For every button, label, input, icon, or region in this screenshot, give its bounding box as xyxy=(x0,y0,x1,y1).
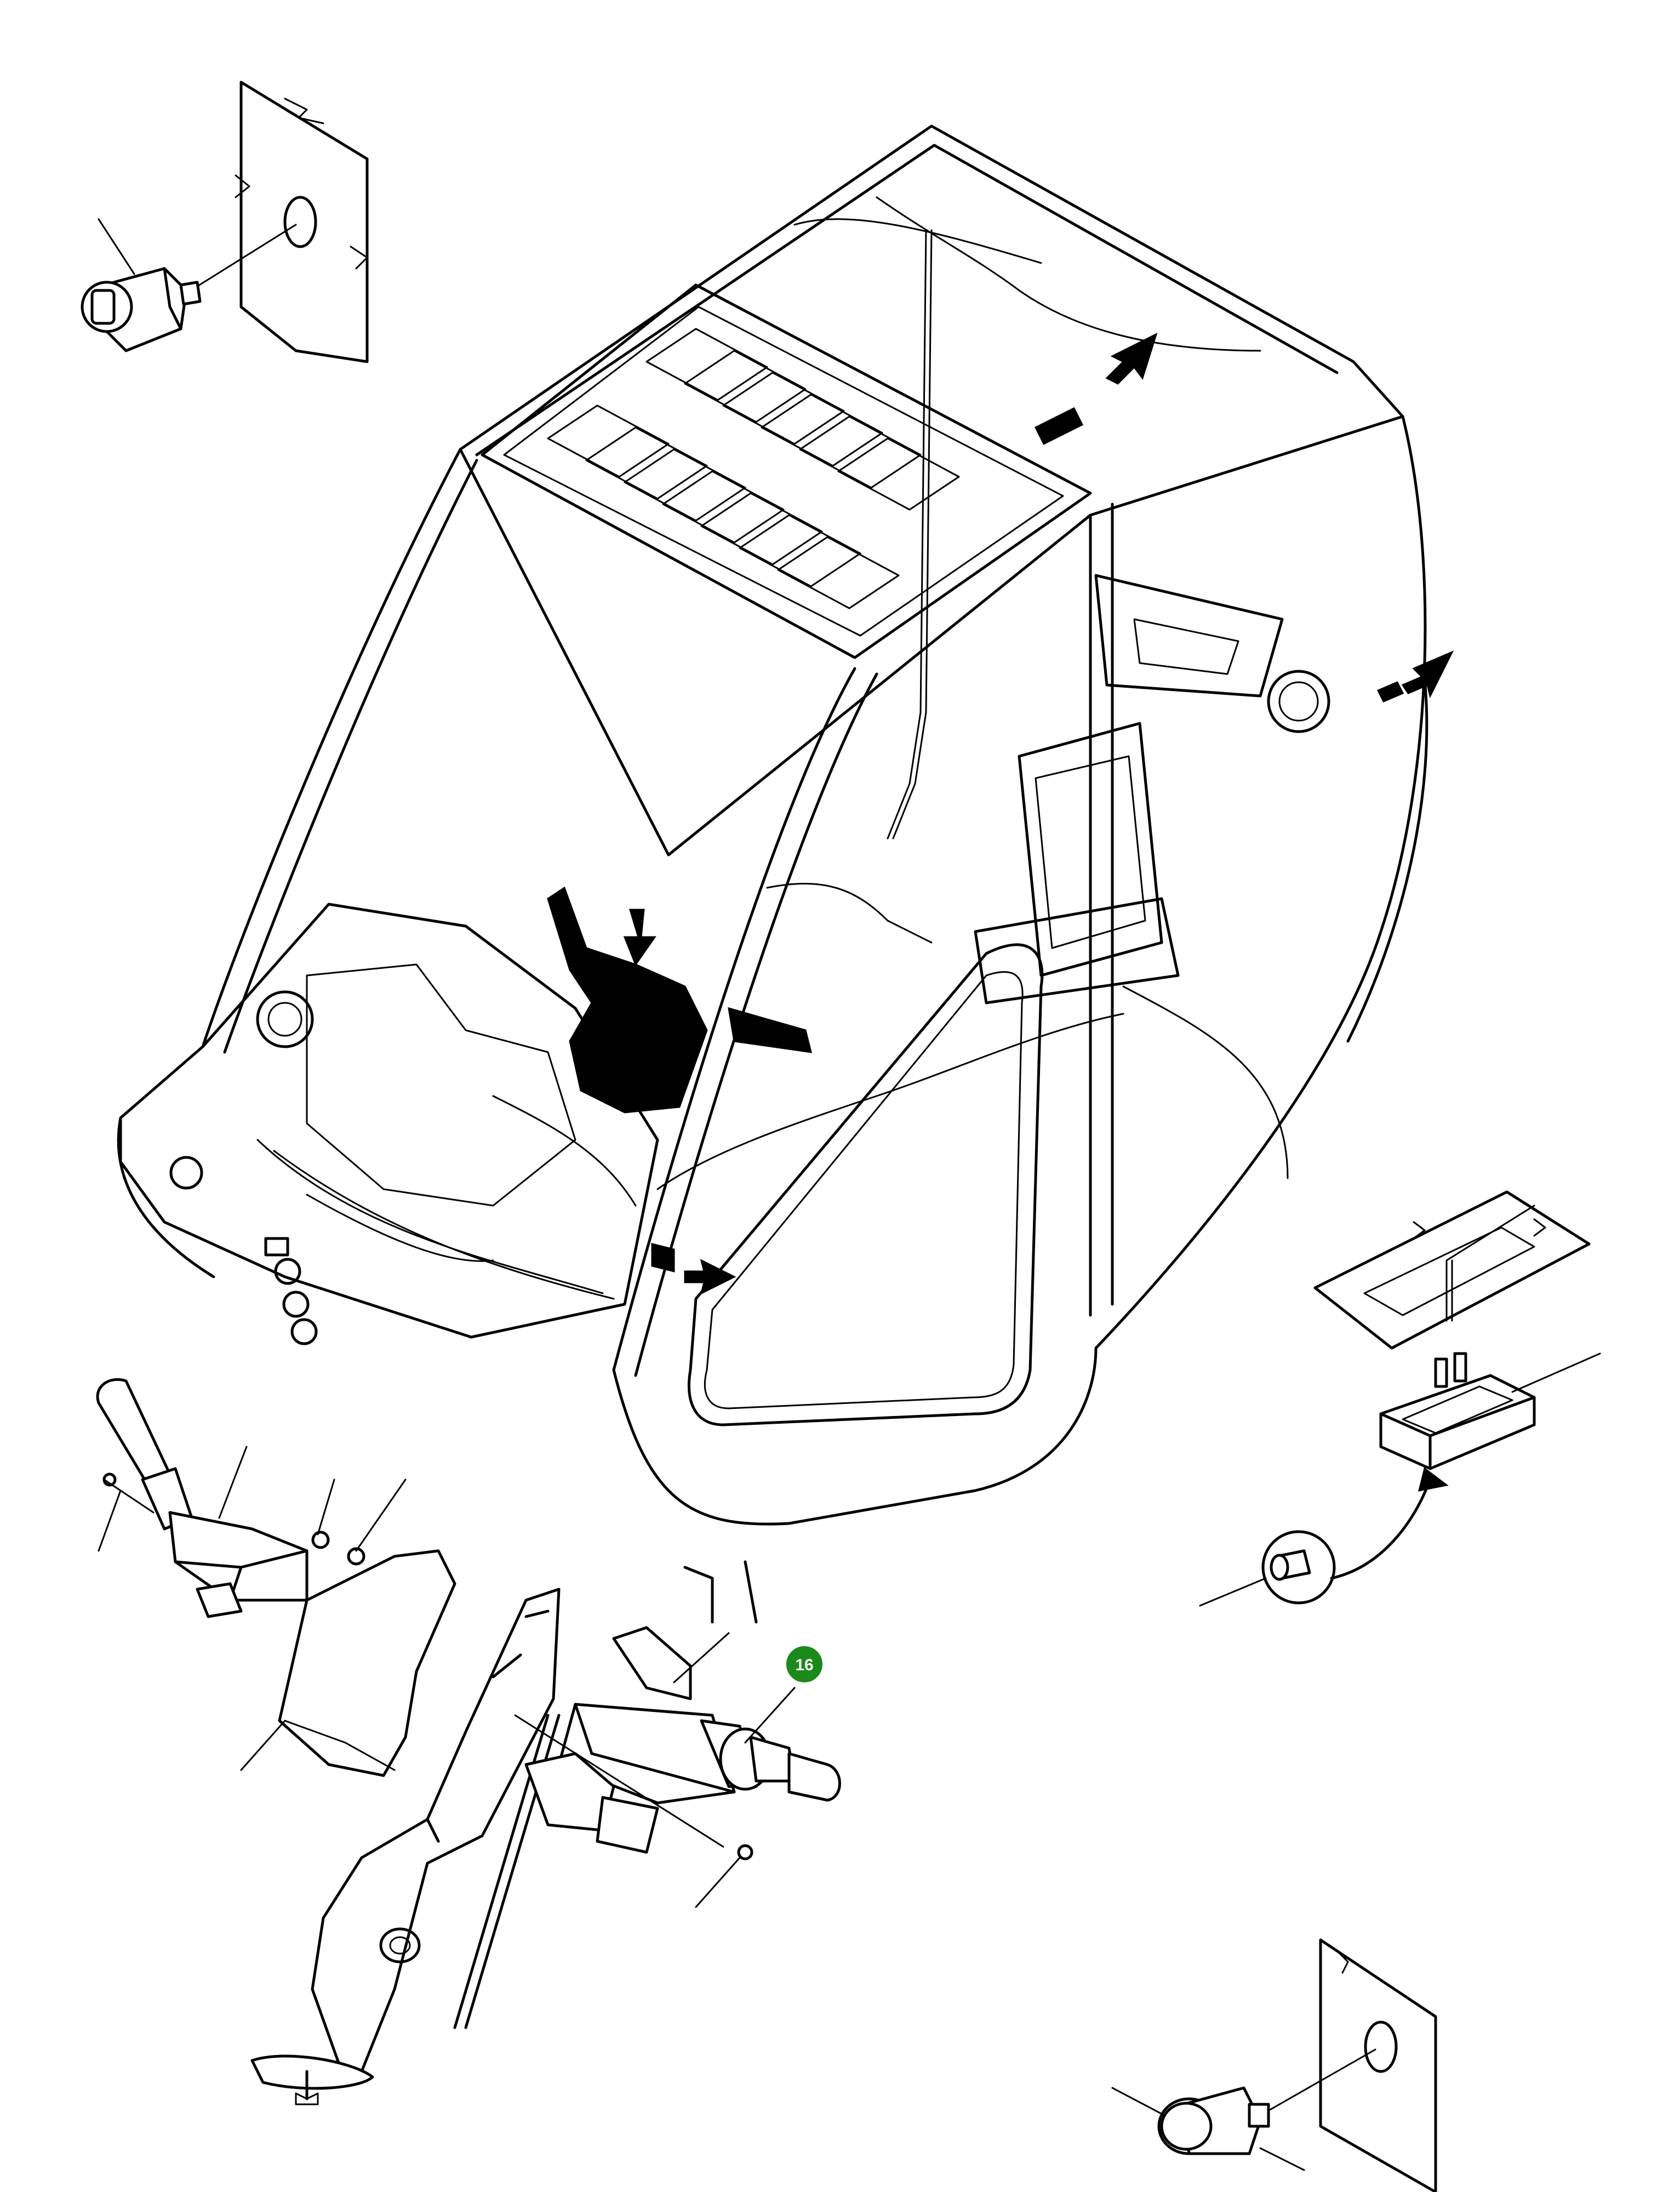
front-right-pillar xyxy=(612,667,856,1372)
pillar-arrow-icon xyxy=(684,1259,736,1295)
callout-number: 16 xyxy=(795,1656,813,1674)
cab-lower-shell xyxy=(117,1116,1098,1526)
rear-right-frame xyxy=(1094,415,1427,1350)
left-front-pillar xyxy=(201,448,462,1048)
interior-lamp xyxy=(1379,1352,1536,1470)
rocker-switch xyxy=(81,267,202,352)
door-window xyxy=(688,943,1044,1426)
roof-connector-marker xyxy=(1034,407,1084,446)
roof-arrow-icon xyxy=(1105,333,1158,385)
lamp-mount-panel xyxy=(1313,1190,1591,1350)
dashboard-panel xyxy=(119,903,659,1339)
joystick-control xyxy=(547,886,708,1114)
bulb-detail xyxy=(1261,1530,1336,1605)
callout-badge[interactable]: 16 xyxy=(784,1644,825,1685)
push-switch xyxy=(1157,2086,1270,2155)
rear-arrow-icon xyxy=(1401,650,1454,699)
switch-detail-top-left xyxy=(81,81,369,363)
callout-leader xyxy=(744,1687,796,1744)
column-base-plate xyxy=(250,2054,374,2090)
mount-panel xyxy=(239,81,369,363)
lamp-detail-right xyxy=(1199,1190,1601,1607)
roof-grille-slots xyxy=(547,328,960,609)
wiring-harness xyxy=(256,196,1289,1300)
harness-plugs xyxy=(264,1237,318,1345)
mounting-bracket xyxy=(278,1549,456,1777)
steering-column-detail xyxy=(96,1378,841,2105)
roof-grille-panel xyxy=(481,283,1092,659)
cab-assembly xyxy=(117,124,1454,1624)
arrow-to-lamp xyxy=(1330,1478,1432,1580)
dash-arrow-icon xyxy=(623,909,656,967)
leader-line xyxy=(98,218,135,275)
mount-panel-lower xyxy=(1319,1938,1437,2192)
callout-circle[interactable] xyxy=(784,1644,825,1685)
joystick-lever-left xyxy=(96,1378,308,1618)
operator-seat xyxy=(1018,722,1163,977)
switch-detail-bottom-right xyxy=(1111,1938,1437,2192)
multifunction-switch xyxy=(524,1626,841,1854)
